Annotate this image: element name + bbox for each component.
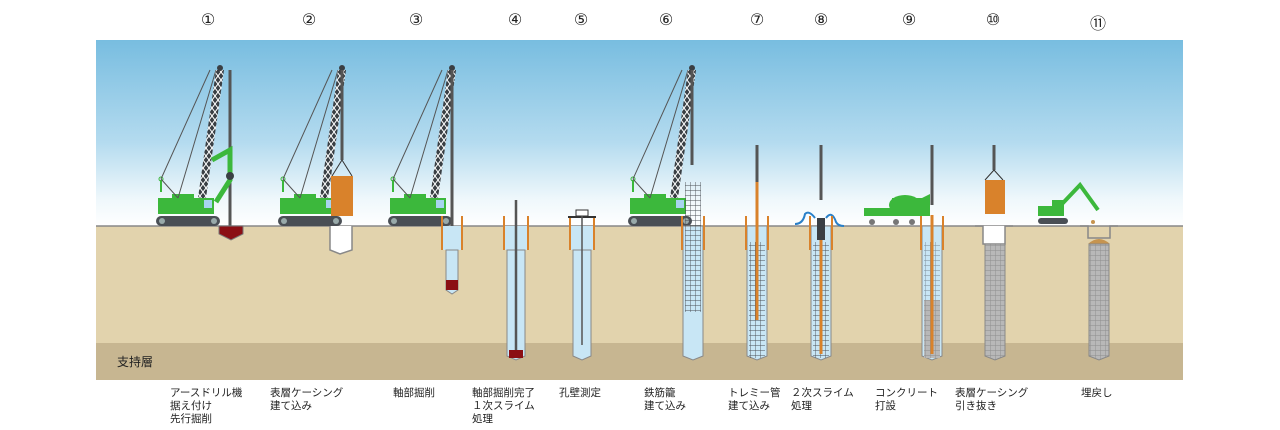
step-number-1: ① xyxy=(200,10,216,29)
step-label-6: 鉄筋籠 建て込み xyxy=(644,387,686,412)
step-label-10: 表層ケーシング 引き抜き xyxy=(955,387,1029,412)
step-label-1: アースドリル機 据え付け 先行掘削 xyxy=(170,387,243,425)
step-number-6: ⑥ xyxy=(658,10,674,29)
step-number-5: ⑤ xyxy=(573,10,589,29)
step-number-10: ⑩ xyxy=(985,10,1001,29)
step-9-illustration xyxy=(864,145,944,361)
step-11-illustration xyxy=(1038,181,1118,361)
ground-layer xyxy=(96,226,1183,343)
step-6-illustration xyxy=(627,64,705,361)
step-8-illustration xyxy=(794,145,845,361)
step-10-illustration xyxy=(975,145,1013,361)
step-label-4: 軸部掘削完了 １次スライム 処理 xyxy=(472,387,535,425)
step-1-illustration xyxy=(155,64,244,241)
bearing-layer xyxy=(96,343,1183,380)
step-number-4: ④ xyxy=(507,10,523,29)
step-7-illustration xyxy=(745,145,769,361)
step-label-5: 孔壁測定 xyxy=(559,387,601,399)
step-label-3: 軸部掘削 xyxy=(393,387,435,399)
step-number-11: ⑪ xyxy=(1089,14,1106,33)
construction-scene xyxy=(96,40,1183,380)
step-label-2: 表層ケーシング 建て込み xyxy=(270,387,344,412)
step-2-illustration xyxy=(277,64,353,255)
step-number-3: ③ xyxy=(408,10,424,29)
step-label-11: 埋戻し xyxy=(1081,387,1113,399)
step-label-7: トレミー管 建て込み xyxy=(728,387,781,412)
step-number-7: ⑦ xyxy=(749,10,765,29)
step-5-illustration xyxy=(568,209,596,361)
step-label-8: ２次スライム 処理 xyxy=(791,387,854,412)
step-number-9: ⑨ xyxy=(901,10,917,29)
step-label-9: コンクリート 打設 xyxy=(875,387,938,412)
step-number-8: ⑧ xyxy=(813,10,829,29)
step-4-illustration xyxy=(503,200,529,361)
step-number-2: ② xyxy=(301,10,317,29)
bearing-layer-label: 支持層 xyxy=(117,355,154,369)
step-3-illustration xyxy=(387,64,463,295)
